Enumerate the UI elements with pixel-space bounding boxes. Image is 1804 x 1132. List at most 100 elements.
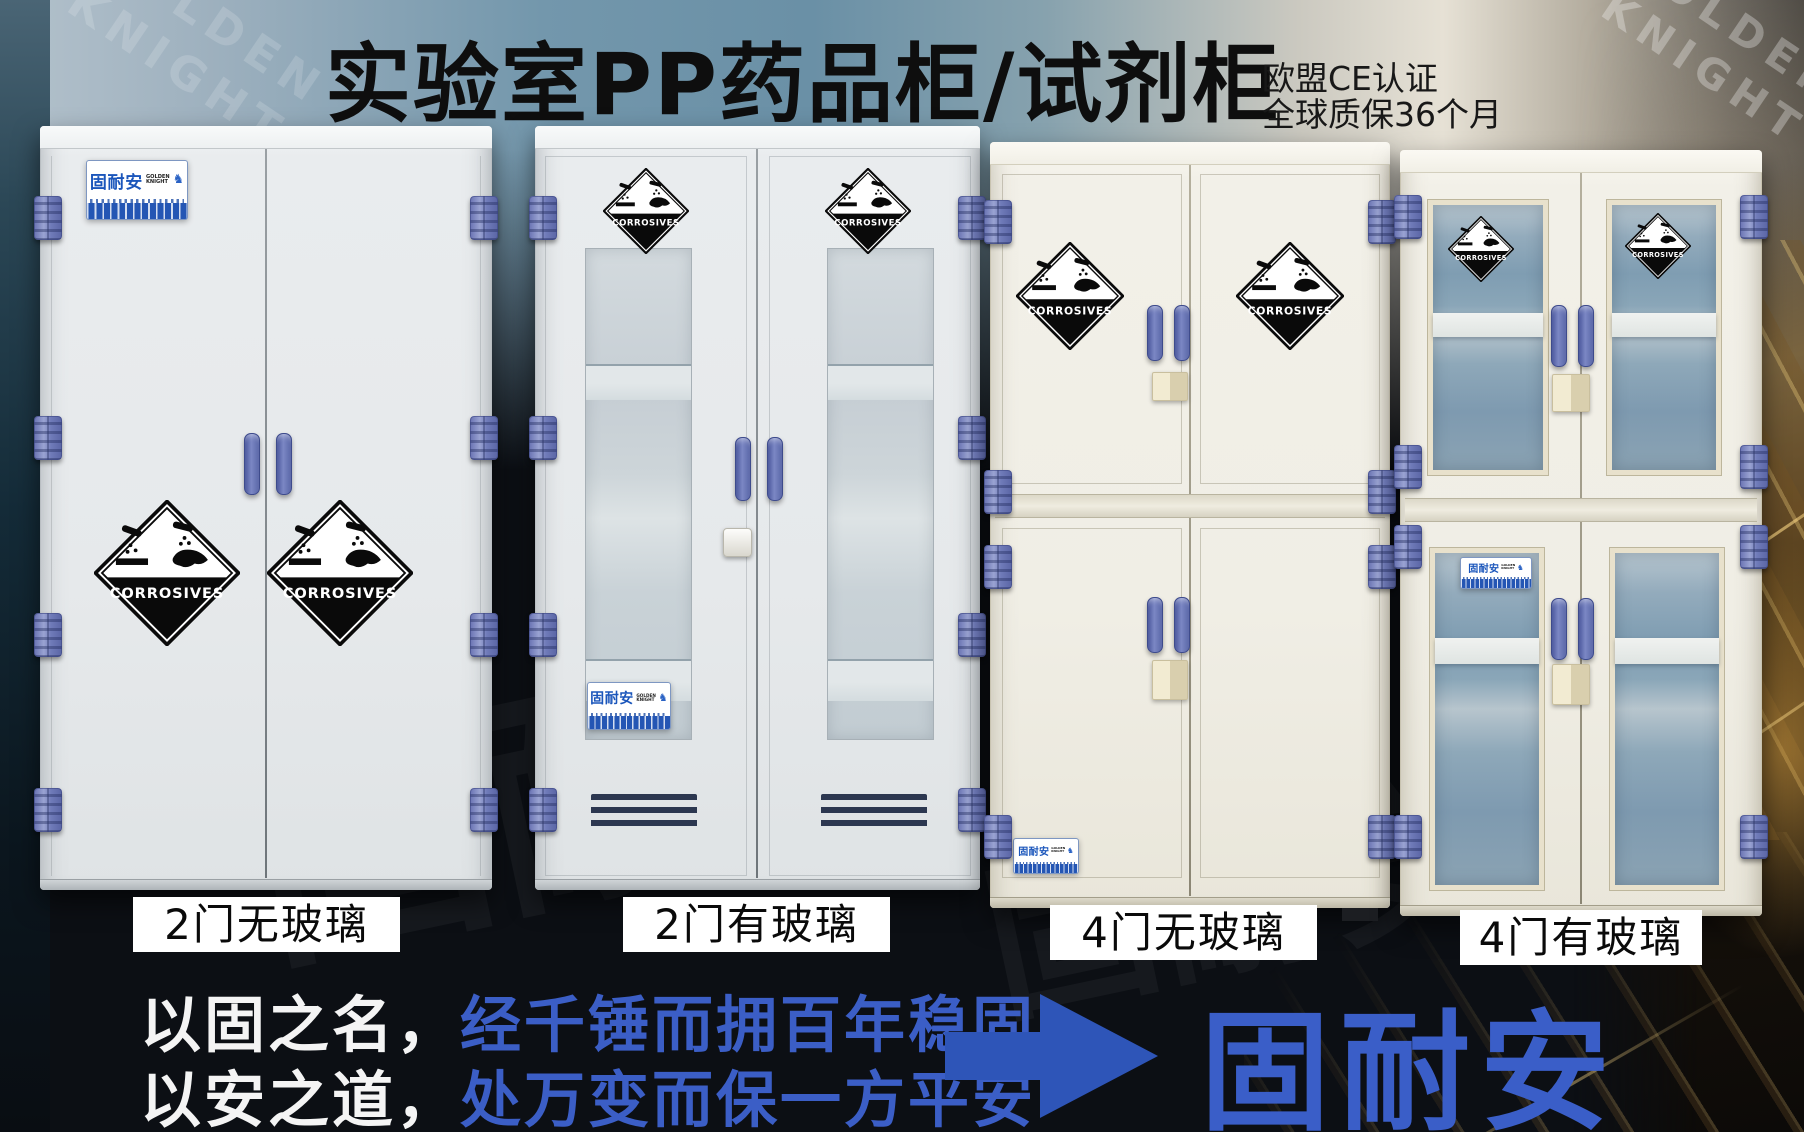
- hinge-icon: [958, 613, 986, 657]
- hinge-icon: [1368, 200, 1396, 244]
- corrosives-label: CORROSIVES: [603, 168, 689, 254]
- corrosion-pictogram-icon: [288, 521, 381, 568]
- brand-card-blue-band: [1014, 863, 1078, 873]
- corrosives-label: CORROSIVES: [94, 500, 240, 646]
- slogan-line-1: 以固之名，经千锤而拥百年稳固: [140, 975, 1036, 1064]
- door-handle: [1551, 305, 1567, 367]
- hinge-icon: [984, 815, 1012, 859]
- brand-card-divider: [90, 199, 184, 203]
- corrosion-pictogram-icon: [1634, 222, 1677, 244]
- door-handle: [1147, 597, 1163, 653]
- corrosion-pictogram-icon: [1252, 257, 1321, 292]
- hinge-icon: [958, 788, 986, 832]
- door-lock: [1152, 660, 1188, 700]
- caption-4door-no-glass: 4门无玻璃: [1050, 905, 1317, 960]
- hinge-icon: [1394, 195, 1422, 239]
- hinge-icon: [529, 416, 557, 460]
- door-frame: [545, 156, 747, 876]
- corrosion-pictogram-icon: [115, 521, 208, 568]
- corrosives-label: CORROSIVES: [1448, 216, 1514, 282]
- corrosives-diamond: CORROSIVES: [1236, 242, 1344, 350]
- door-handle: [1147, 305, 1163, 361]
- brand-card-divider: [1463, 576, 1529, 579]
- door-handle: [767, 437, 783, 501]
- corrosives-text: CORROSIVES: [110, 585, 224, 602]
- corrosives-text: CORROSIVES: [283, 585, 397, 602]
- hinge-icon: [1740, 525, 1768, 569]
- hinge-icon: [1394, 525, 1422, 569]
- row-divider: [995, 494, 1385, 518]
- glass-window: [827, 248, 934, 740]
- arrow-icon: [945, 1032, 1045, 1080]
- cabinet-top-edge: [535, 126, 980, 149]
- door-gap: [265, 149, 267, 878]
- brand-card-blue-band: [588, 715, 670, 729]
- cabinet-foot: [1342, 907, 1378, 921]
- cabinet-base: [40, 879, 492, 890]
- brand-name-cn: 固耐安: [590, 690, 634, 707]
- slogan-2-white: 以安之道，: [140, 1065, 461, 1132]
- knight-logo-icon: ♞: [172, 171, 185, 187]
- door-frame: [769, 156, 971, 876]
- corrosives-label: CORROSIVES: [1236, 242, 1344, 350]
- door-handle: [276, 433, 292, 495]
- caption-2door-glass: 2门有玻璃: [623, 897, 890, 952]
- corrosives-diamond: CORROSIVES: [1448, 216, 1514, 282]
- glass: [1435, 553, 1539, 885]
- ce-cert-text: 欧盟CE认证: [1262, 59, 1438, 98]
- hinge-icon: [1394, 445, 1422, 489]
- brand-card-divider: [590, 712, 668, 716]
- corrosives-text: CORROSIVES: [612, 219, 679, 229]
- cabinet-base: [990, 897, 1390, 908]
- hinge-icon: [958, 196, 986, 240]
- door-frame: [1200, 174, 1380, 484]
- door-handle: [1174, 597, 1190, 653]
- hinge-icon: [529, 788, 557, 832]
- corrosives-diamond: CORROSIVES: [603, 168, 689, 254]
- cabinet-top-edge: [990, 142, 1390, 165]
- corrosives-text: CORROSIVES: [1248, 304, 1333, 317]
- door-handle: [1174, 305, 1190, 361]
- corrosives-label: CORROSIVES: [1625, 213, 1691, 279]
- corrosives-diamond: CORROSIVES: [94, 500, 240, 646]
- shelf: [1612, 313, 1716, 337]
- hinge-icon: [1368, 545, 1396, 589]
- hinge-icon: [1368, 470, 1396, 514]
- hinge-icon: [1740, 815, 1768, 859]
- hinge-icon: [1740, 195, 1768, 239]
- brand-name-cn: 固耐安: [1468, 563, 1500, 575]
- vent-slats: [821, 794, 927, 828]
- hinge-icon: [34, 613, 62, 657]
- caption-2door-no-glass: 2门无玻璃: [133, 897, 400, 952]
- corrosives-label: CORROSIVES: [267, 500, 413, 646]
- corrosives-text: CORROSIVES: [1028, 304, 1113, 317]
- slogan-1-blue: 经千锤而拥百年稳固: [460, 990, 1037, 1061]
- knight-logo-icon: ♞: [658, 691, 668, 704]
- corrosives-label: CORROSIVES: [1016, 242, 1124, 350]
- shelf: [1433, 313, 1543, 337]
- row-divider: [1405, 498, 1757, 522]
- knight-logo-icon: ♞: [1067, 845, 1074, 855]
- glass-window: [585, 248, 692, 740]
- hinge-icon: [1394, 815, 1422, 859]
- door-lock: [1152, 372, 1188, 401]
- cabinet-top-edge: [1400, 150, 1762, 173]
- corrosion-pictogram-icon: [1457, 225, 1500, 247]
- shelf: [828, 364, 933, 400]
- brand-card-blue-band: [1461, 578, 1531, 588]
- hinge-icon: [34, 416, 62, 460]
- shelf: [828, 659, 933, 701]
- cabinet-base: [535, 879, 980, 890]
- corrosives-diamond: CORROSIVES: [825, 168, 911, 254]
